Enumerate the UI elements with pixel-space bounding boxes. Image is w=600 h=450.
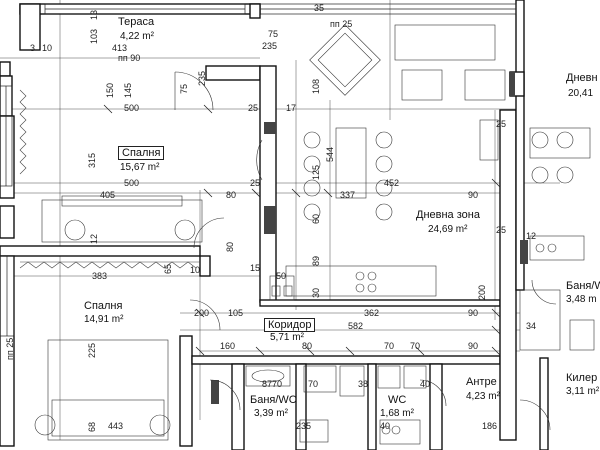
dim-label: 34 — [526, 321, 537, 331]
dim-label: 89 — [311, 255, 321, 266]
bath1-area: 3,39 m² — [254, 408, 288, 419]
dim-label: 443 — [108, 421, 124, 431]
dim-label: 160 — [220, 341, 236, 351]
dim-label: 405 — [100, 190, 116, 200]
dim-label: 362 — [364, 308, 380, 318]
storage-area: 3,11 m² — [566, 386, 600, 397]
dim-label: 103 — [89, 28, 99, 44]
dim-label: 337 — [340, 190, 356, 200]
dim-label: 544 — [325, 146, 335, 162]
bedroom2-name: Спалня — [84, 300, 123, 312]
bedroom1-name: Спалня — [118, 146, 165, 160]
dim-label: 235 — [197, 70, 207, 86]
bath1-name: Баня/WC — [250, 394, 297, 406]
dim-label: 225 — [87, 342, 97, 358]
wc-area: 1,68 m² — [380, 408, 414, 419]
dim-label: 80 — [225, 241, 235, 252]
dim-label: 38 — [358, 379, 369, 389]
dim-label: 25 — [248, 103, 259, 113]
dim-label: 40 — [420, 379, 431, 389]
dim-label: 75 — [268, 29, 279, 39]
dim-label: 150 — [105, 82, 115, 98]
dim-label: 235 — [296, 421, 312, 431]
corridor-area: 5,71 m² — [270, 332, 304, 343]
dim-label: 70 — [272, 379, 283, 389]
dim-label: 413 — [112, 43, 128, 53]
dim-label: 145 — [123, 82, 133, 98]
entry-area: 4,23 m² — [466, 391, 500, 402]
living-name: Дневна зона — [416, 209, 480, 221]
dim-label: 500 — [124, 178, 140, 188]
living-right-area: 20,41 — [568, 88, 594, 99]
dim-label: 12 — [526, 231, 537, 241]
dim-label: 65 — [163, 263, 173, 274]
dim-label: 40 — [380, 421, 391, 431]
terrace-area: 4,22 m² — [120, 31, 154, 42]
dim-label: 75 — [179, 83, 189, 94]
dim-label: 13 — [89, 9, 99, 20]
wc-name: WC — [388, 394, 407, 406]
dim-label: 68 — [87, 421, 97, 432]
dim-label: 200 — [477, 284, 487, 300]
dim-label: 383 — [92, 271, 108, 281]
dim-label: 200 — [194, 308, 210, 318]
dim-label: 70 — [308, 379, 319, 389]
dim-label: 3 — [30, 43, 36, 53]
bath2-name: Баня/W — [566, 280, 600, 292]
dim-label: 35 — [314, 3, 325, 13]
dim-label: 50 — [276, 271, 287, 281]
dim-label: 70 — [410, 341, 421, 351]
dim-label: 60 — [311, 213, 321, 224]
storage-name: Килер — [566, 372, 598, 384]
dim-label: 10 — [42, 43, 53, 53]
bath2-area: 3,48 m — [566, 294, 597, 305]
dim-label: 90 — [468, 308, 479, 318]
dim-label: 12 — [89, 233, 99, 244]
dim-label: пп 25 — [5, 337, 15, 360]
dim-label: 70 — [384, 341, 395, 351]
dim-label: пп 25 — [330, 19, 353, 29]
living-area: 24,69 m² — [428, 224, 468, 235]
dim-label: 186 — [482, 421, 498, 431]
dim-label: 80 — [226, 190, 237, 200]
terrace-name: Тераса — [118, 16, 155, 28]
bedroom1-area: 15,67 m² — [120, 162, 160, 173]
living-right-name: Дневн — [566, 72, 598, 84]
dim-label: 25 — [250, 178, 261, 188]
dim-label: 105 — [228, 308, 244, 318]
dim-label: 10 — [190, 265, 201, 275]
bedroom2-area: 14,91 m² — [84, 314, 124, 325]
dim-label: 108 — [311, 78, 321, 94]
dim-label: 90 — [468, 341, 479, 351]
dim-label: пп 90 — [118, 53, 141, 63]
entry-name: Антре — [466, 376, 497, 388]
dim-label: 87 — [262, 379, 273, 389]
dim-label: 30 — [311, 287, 321, 298]
dim-label: 500 — [124, 103, 140, 113]
dim-label: 17 — [286, 103, 297, 113]
corridor-name: Коридор — [264, 318, 316, 332]
dim-label: 452 — [384, 178, 400, 188]
dim-label: 582 — [348, 321, 364, 331]
dim-label: 25 — [496, 119, 507, 129]
dim-label: 125 — [311, 164, 321, 180]
dim-label: 315 — [87, 152, 97, 168]
dim-label: 80 — [302, 341, 313, 351]
dim-label: 235 — [262, 41, 278, 51]
dim-label: 90 — [468, 190, 479, 200]
dim-label: 15 — [250, 263, 261, 273]
dim-label: 25 — [496, 225, 507, 235]
